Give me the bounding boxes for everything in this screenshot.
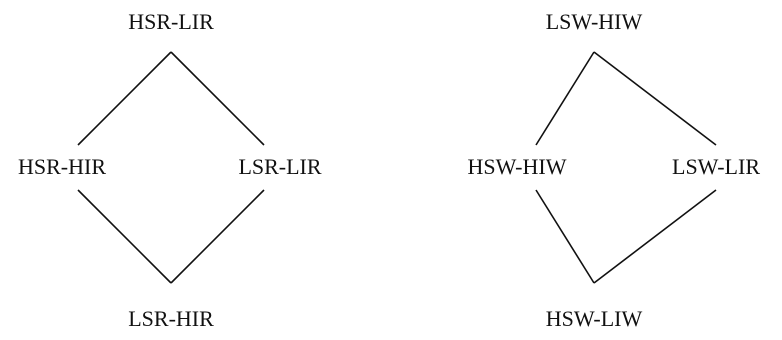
node-top: LSW-HIW — [545, 9, 643, 34]
edge-bottom-right — [170, 189, 265, 284]
lattice-edges-left — [77, 51, 265, 284]
edge-bottom-left — [535, 189, 595, 284]
node-bottom: HSW-LIW — [545, 306, 643, 331]
node-left: HSW-HIW — [467, 154, 567, 179]
node-left: HSR-HIR — [17, 154, 107, 179]
edge-top-left — [77, 51, 172, 146]
edge-top-left — [535, 51, 595, 146]
edge-bottom-left — [77, 189, 172, 284]
edge-bottom-right — [593, 189, 717, 284]
edge-top-right — [593, 51, 717, 146]
node-top: HSR-LIR — [128, 9, 214, 34]
edge-top-right — [170, 51, 265, 146]
lattice-edges-right — [535, 51, 717, 284]
lattice-diagram-left: HSR-LIR HSR-HIR LSR-LIR LSR-HIR — [17, 9, 322, 331]
lattice-diagram-right: LSW-HIW HSW-HIW LSW-LIR HSW-LIW — [391, 0, 782, 340]
node-bottom: LSR-HIR — [128, 306, 214, 331]
node-right: LSW-LIR — [672, 154, 760, 179]
node-right: LSR-LIR — [238, 154, 322, 179]
